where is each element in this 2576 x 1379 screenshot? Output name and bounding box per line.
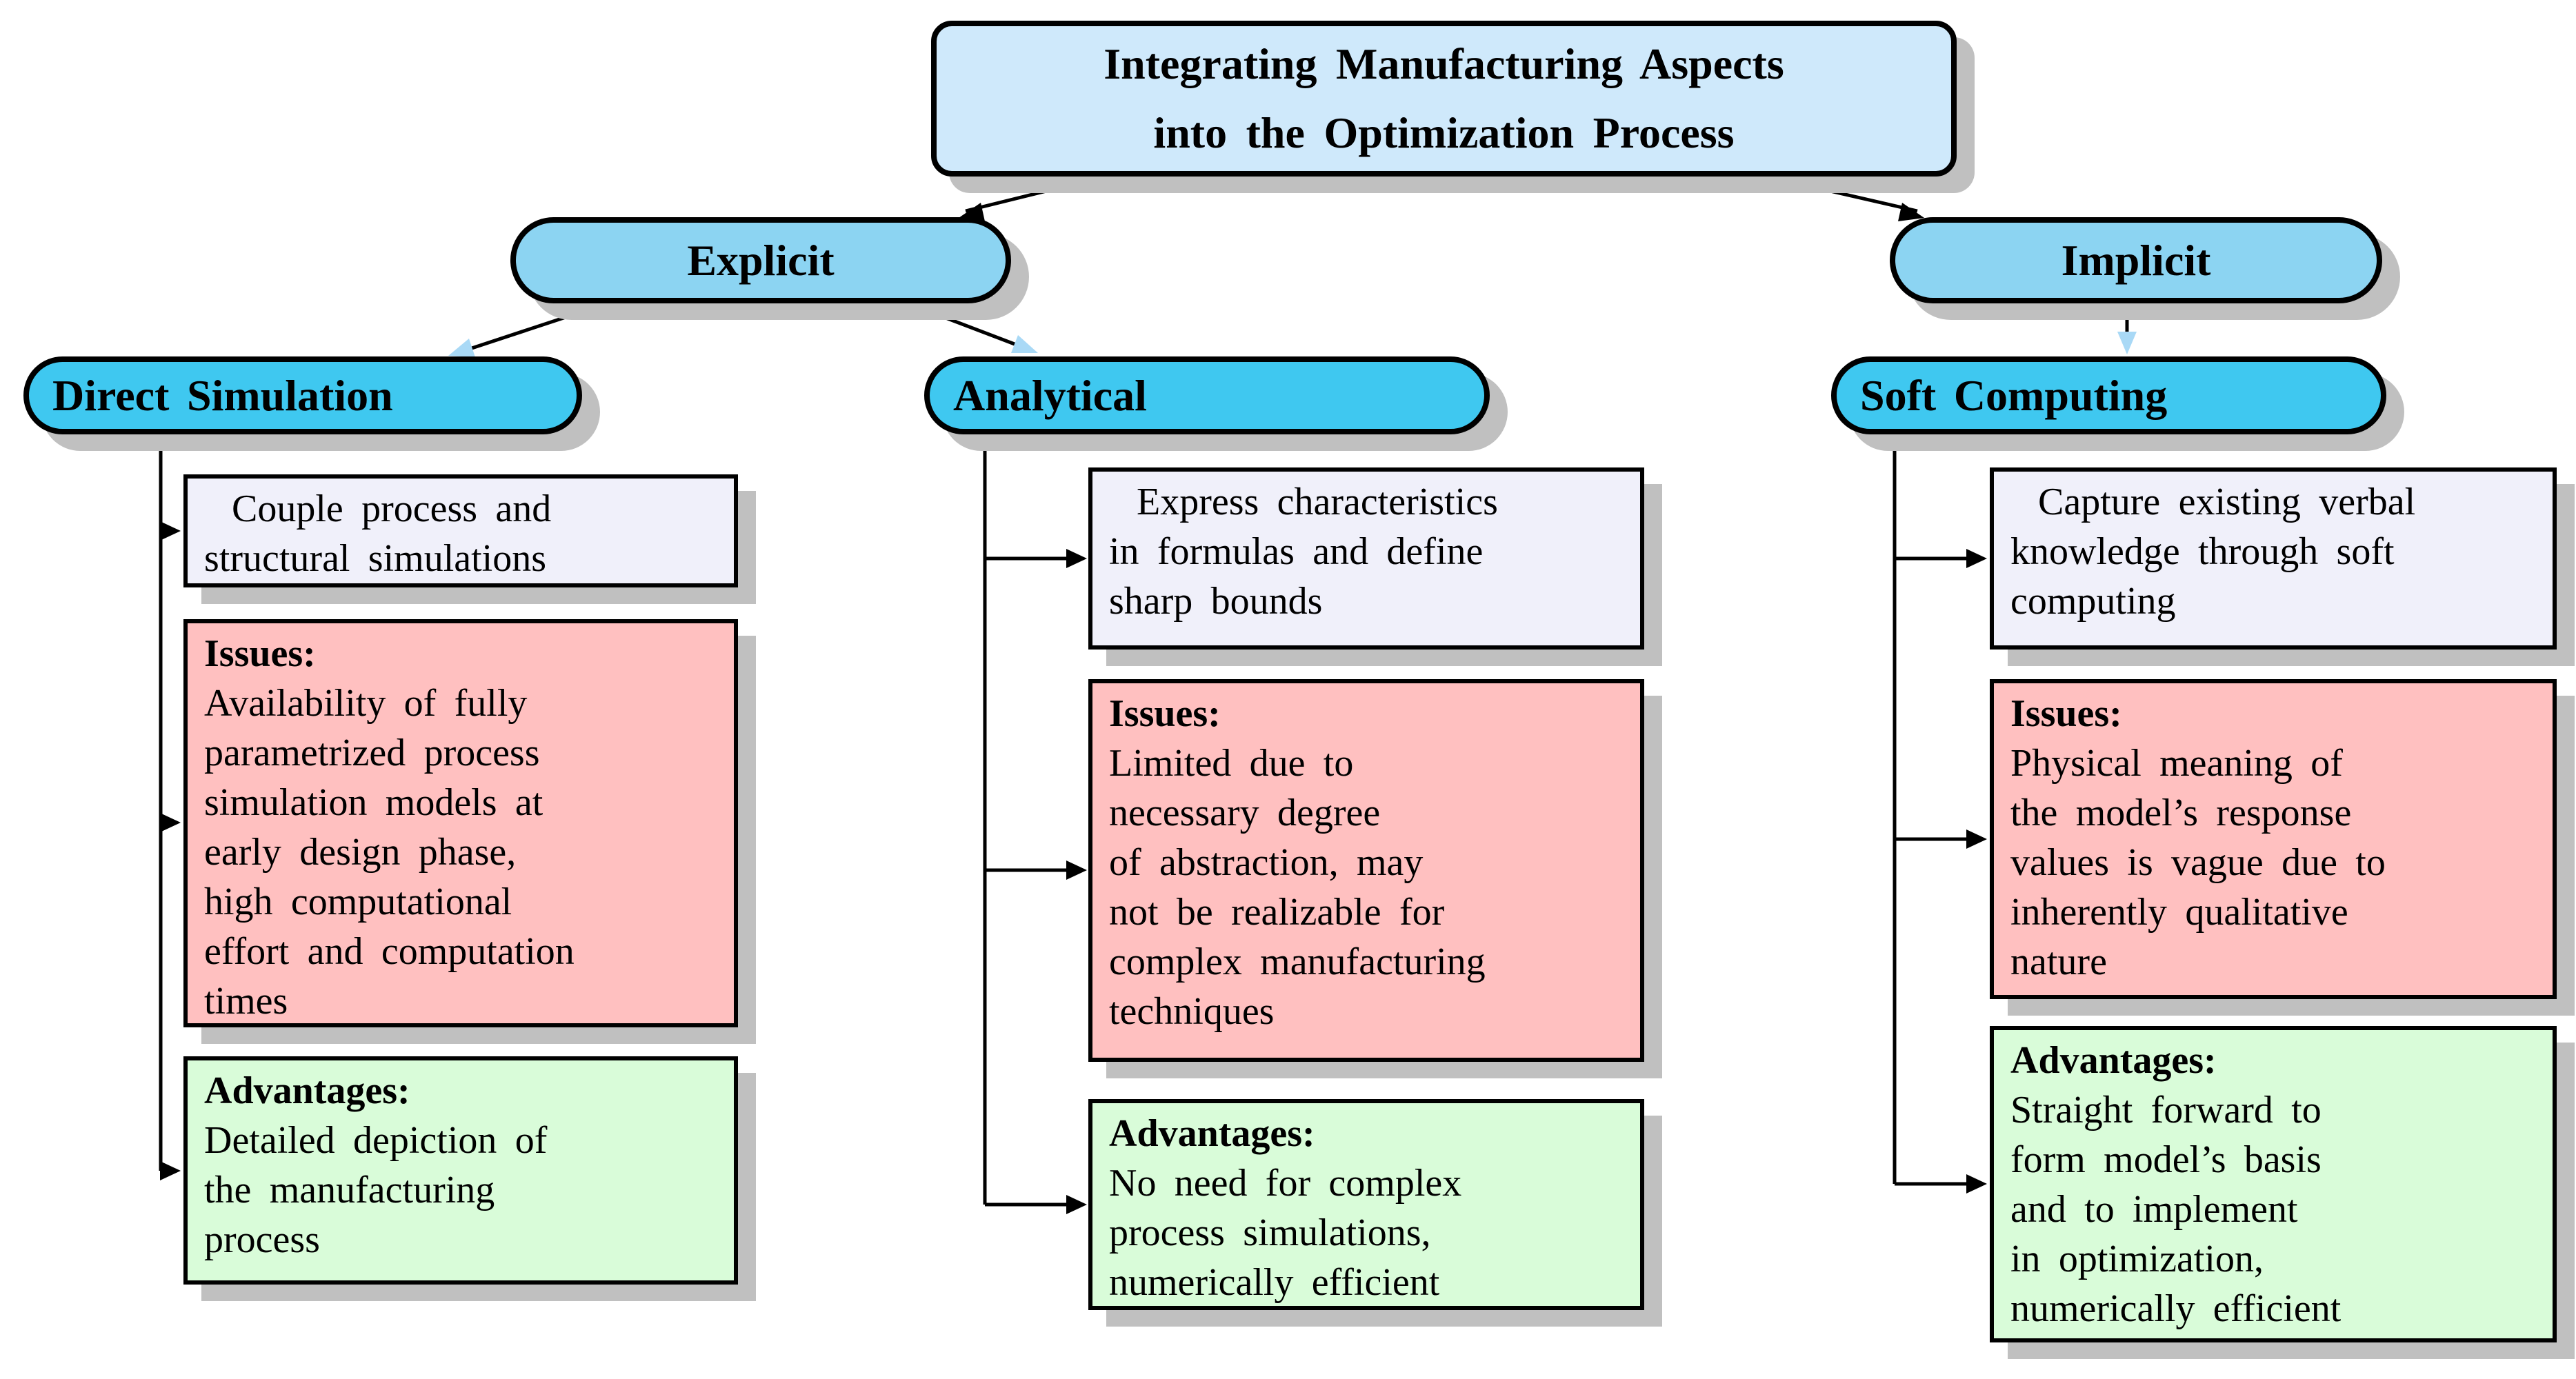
root-title-box: Integrating Manufacturing Aspects into t… xyxy=(931,21,1957,177)
connector-title-to-implicit xyxy=(1773,176,1918,213)
analytical-advantages-text: No need for complex process simulations,… xyxy=(1109,1162,1462,1304)
analytical-description-box: Express characteristics in formulas and … xyxy=(1088,467,1644,650)
soft-computing-advantages-box: Advantages: Straight forward to form mod… xyxy=(1990,1026,2557,1342)
direct-simulation-issues-text: Availability of fully parametrized proce… xyxy=(204,682,575,1023)
connector-title-to-explicit xyxy=(965,176,1100,213)
direct-simulation-advantages-text: Detailed depiction of the manufacturing … xyxy=(204,1119,548,1261)
arrowhead-analytical-description-icon xyxy=(1066,549,1087,568)
arrowhead-implicit-to-soft-computing-icon xyxy=(2117,332,2137,354)
soft-computing-issues-text: Physical meaning of the model’s response… xyxy=(2010,742,2386,983)
soft-computing-advantages-text: Straight forward to form model’s basis a… xyxy=(2010,1089,2342,1330)
direct-simulation-description-box: Couple process and structural simulation… xyxy=(183,474,738,587)
arrowhead-direct-simulation-description-icon xyxy=(160,521,181,541)
category-analytical-label: Analytical xyxy=(953,370,1147,420)
arrowhead-analytical-issues-icon xyxy=(1066,860,1087,880)
analytical-description-text: Express characteristics in formulas and … xyxy=(1109,481,1498,623)
category-direct-simulation-label: Direct Simulation xyxy=(52,370,393,420)
direct-simulation-issues-box: Issues: Availability of fully parametriz… xyxy=(183,619,738,1027)
node-explicit-label: Explicit xyxy=(687,235,835,285)
soft-computing-issues-box: Issues: Physical meaning of the model’s … xyxy=(1990,679,2557,999)
direct-simulation-advantages-label: Advantages: xyxy=(204,1069,410,1112)
soft-computing-advantages-label: Advantages: xyxy=(2010,1039,2217,1082)
analytical-issues-label: Issues: xyxy=(1109,692,1221,735)
arrowhead-direct-simulation-issues-icon xyxy=(160,813,181,832)
arrowhead-soft-computing-issues-icon xyxy=(1966,829,1987,849)
soft-computing-description-box: Capture existing verbal knowledge throug… xyxy=(1990,467,2557,650)
arrowhead-soft-computing-advantages-icon xyxy=(1966,1174,1987,1194)
arrowhead-direct-simulation-advantages-icon xyxy=(160,1161,181,1180)
node-implicit-label: Implicit xyxy=(2061,235,2211,285)
analytical-issues-text: Limited due to necessary degree of abstr… xyxy=(1109,742,1486,1033)
arrowhead-analytical-advantages-icon xyxy=(1066,1195,1087,1214)
arrowhead-explicit-to-direct-simulation-icon xyxy=(448,339,475,357)
connector-explicit-to-direct-simulation xyxy=(471,301,608,350)
root-title-line1: Integrating Manufacturing Aspects xyxy=(1104,39,1784,88)
analytical-issues-box: Issues: Limited due to necessary degree … xyxy=(1088,679,1644,1062)
arrowhead-explicit-to-analytical-icon xyxy=(1011,335,1038,353)
category-analytical: Analytical xyxy=(924,356,1490,434)
direct-simulation-advantages-box: Advantages: Detailed depiction of the ma… xyxy=(183,1056,738,1285)
category-soft-computing: Soft Computing xyxy=(1831,356,2386,434)
soft-computing-issues-label: Issues: xyxy=(2010,692,2122,735)
node-explicit: Explicit xyxy=(510,217,1011,303)
connector-explicit-to-analytical xyxy=(907,301,1015,346)
analytical-advantages-box: Advantages: No need for complex process … xyxy=(1088,1099,1644,1310)
analytical-advantages-label: Advantages: xyxy=(1109,1112,1315,1155)
root-title-line2: into the Optimization Process xyxy=(1153,108,1735,157)
node-implicit: Implicit xyxy=(1890,217,2382,303)
category-direct-simulation: Direct Simulation xyxy=(23,356,582,434)
direct-simulation-description-text: Couple process and structural simulation… xyxy=(204,487,552,580)
category-soft-computing-label: Soft Computing xyxy=(1860,370,2168,420)
direct-simulation-issues-label: Issues: xyxy=(204,632,316,675)
arrowhead-soft-computing-description-icon xyxy=(1966,549,1987,568)
soft-computing-description-text: Capture existing verbal knowledge throug… xyxy=(2010,481,2416,623)
